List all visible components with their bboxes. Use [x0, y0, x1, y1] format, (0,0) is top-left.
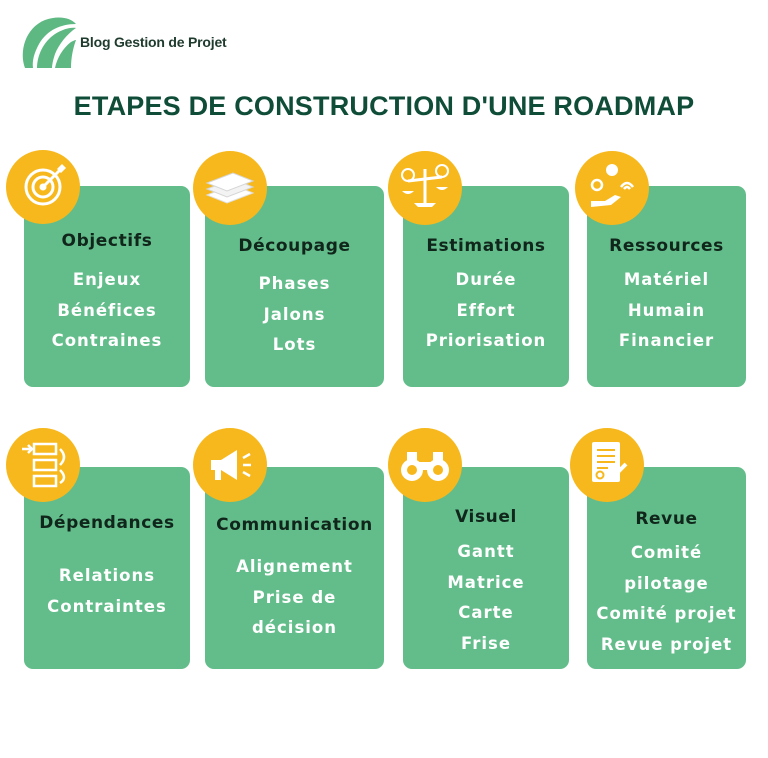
card-title: Estimations [426, 236, 546, 256]
list-item: pilotage [624, 573, 709, 593]
balance-scale-icon [388, 151, 462, 225]
resources-icon [575, 151, 649, 225]
card-title: Ressources [609, 236, 724, 256]
list-item: Matrice [447, 572, 525, 592]
list-item: Bénéfices [57, 300, 157, 320]
list-item: Comité projet [596, 604, 737, 623]
list-item: Enjeux [72, 270, 142, 289]
card-title: Objectifs [61, 231, 153, 251]
card-items: Gantt Matrice Carte Frise [403, 537, 569, 659]
card-items: Enjeux Bénéfices Contraines [24, 265, 190, 357]
list-item: Jalons [263, 304, 326, 324]
document-review-icon [570, 428, 644, 502]
list-item: Financier [618, 331, 715, 350]
list-item: décision [252, 618, 337, 637]
list-item: Comité [630, 543, 703, 562]
list-item: Priorisation [425, 331, 547, 350]
list-item: Matériel [623, 270, 710, 289]
card-items: Relations Contraintes [24, 561, 190, 622]
list-item: Carte [458, 603, 514, 622]
card-title: Communication [216, 515, 373, 535]
list-item: Durée [455, 270, 517, 289]
card-decoupage: Découpage Phases Jalons Lots [205, 186, 384, 387]
list-item: Revue projet [600, 634, 733, 654]
brand-name[interactable]: Blog Gestion de Projet [80, 34, 227, 50]
flow-dependencies-icon [6, 428, 80, 502]
card-items: Comité pilotage Comité projet Revue proj… [587, 538, 746, 660]
card-title: Découpage [238, 236, 351, 256]
card-items: Alignement Prise de décision [205, 552, 384, 644]
list-item: Frise [460, 633, 512, 653]
card-items: Phases Jalons Lots [205, 269, 384, 361]
stacked-papers-icon [193, 151, 267, 225]
list-item: Effort [456, 300, 516, 320]
list-item: Prise de [252, 587, 337, 607]
list-item: Relations [58, 566, 156, 585]
card-items: Durée Effort Priorisation [403, 265, 569, 357]
target-icon [6, 150, 80, 224]
binoculars-icon [388, 428, 462, 502]
list-item: Contraintes [47, 596, 167, 616]
megaphone-icon [193, 428, 267, 502]
list-item: Gantt [457, 542, 515, 561]
list-item: Phases [258, 274, 331, 293]
card-items: Matériel Humain Financier [587, 265, 746, 357]
card-title: Revue [635, 509, 698, 529]
list-item: Humain [627, 300, 706, 320]
list-item: Alignement [236, 557, 353, 576]
page-title: ETAPES DE CONSTRUCTION D'UNE ROADMAP [73, 91, 695, 121]
list-item: Contraines [51, 331, 163, 350]
card-title: Visuel [455, 507, 517, 527]
logo-icon [22, 17, 76, 68]
card-title: Dépendances [39, 513, 175, 533]
list-item: Lots [272, 335, 317, 354]
